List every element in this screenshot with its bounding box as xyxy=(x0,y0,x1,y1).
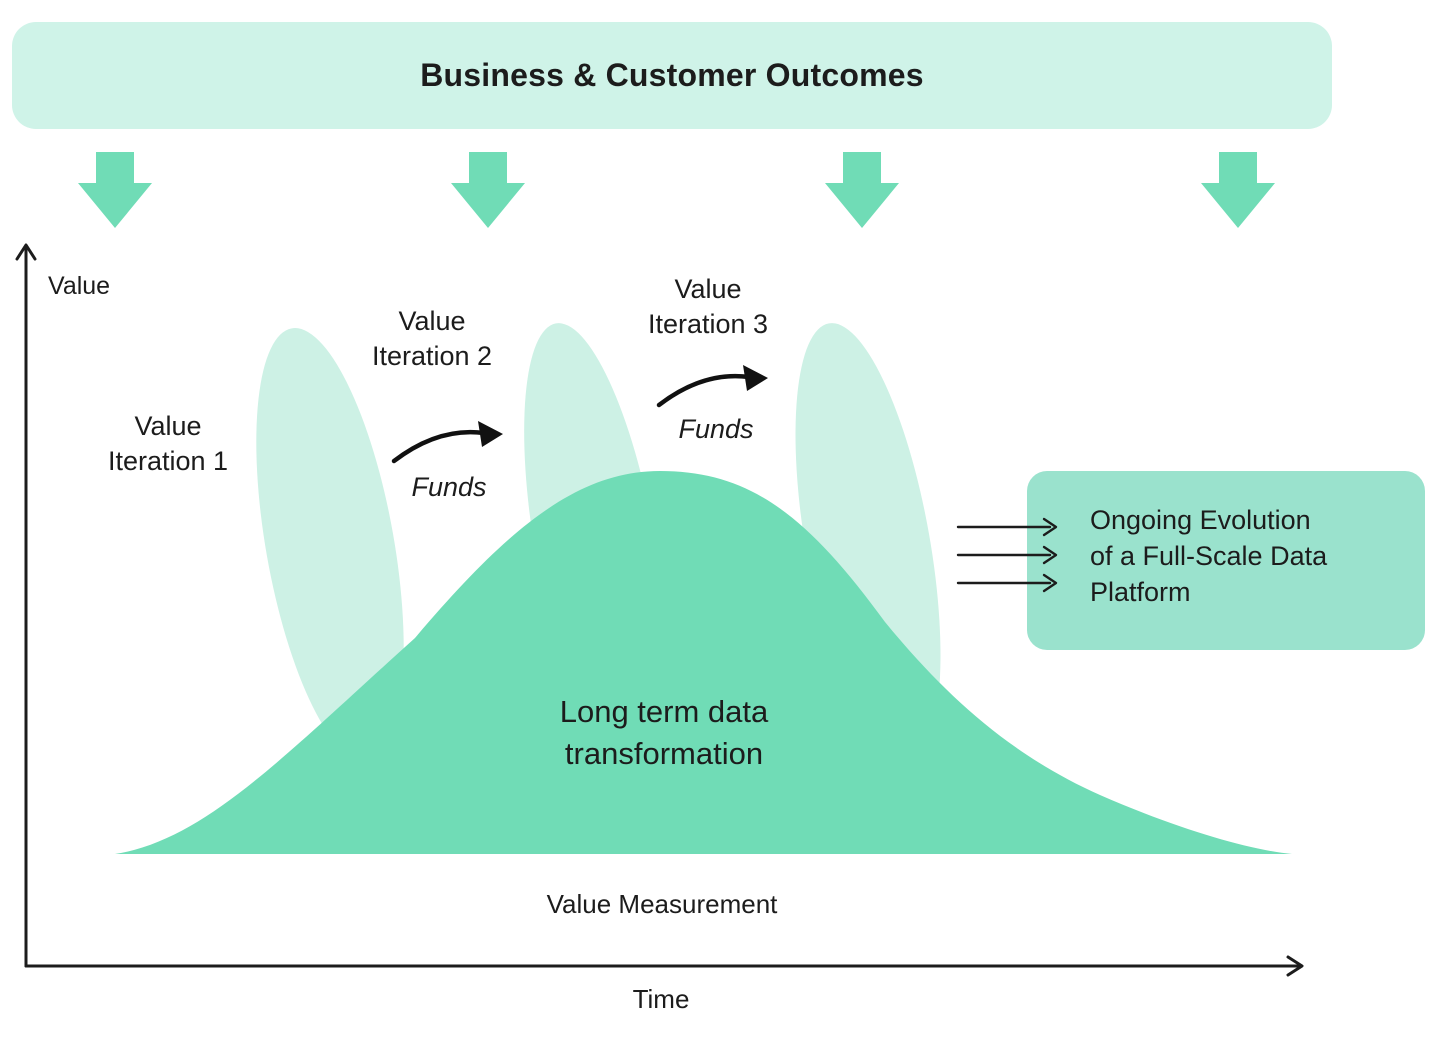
x-axis xyxy=(24,955,1304,977)
value-measurement-label: Value Measurement xyxy=(546,889,778,919)
y-axis xyxy=(15,243,37,968)
evolution-box xyxy=(1027,471,1425,650)
funds-label-2: Funds xyxy=(678,414,754,444)
evolution-box-line1: Ongoing Evolution xyxy=(1090,505,1311,535)
curve-label-line1: Long term data xyxy=(559,694,769,729)
y-axis-arrowhead-icon xyxy=(15,243,37,261)
down-arrow-icon xyxy=(1201,152,1275,228)
funds-label-1: Funds xyxy=(411,472,487,502)
value-iteration-3-line1: Value xyxy=(674,274,742,304)
down-arrow-icon xyxy=(451,152,525,228)
down-arrow-icon xyxy=(78,152,152,228)
iteration-spike-1 xyxy=(256,328,404,762)
flow-arrow-icon xyxy=(956,573,1058,593)
banner-title: Business & Customer Outcomes xyxy=(420,57,924,93)
value-iteration-3-line2: Iteration 3 xyxy=(647,309,769,339)
flow-arrow-icon xyxy=(956,545,1058,565)
funds-arrow-icon xyxy=(656,365,768,408)
evolution-box-line3: Platform xyxy=(1090,577,1191,607)
curve-label-line2: transformation xyxy=(564,736,764,771)
x-axis-arrowhead-icon xyxy=(1286,955,1304,977)
down-arrow-icon xyxy=(825,152,899,228)
value-iteration-1-line1: Value xyxy=(134,411,202,441)
evolution-box-line2: of a Full-Scale Data xyxy=(1090,541,1328,571)
flow-arrow-icons xyxy=(956,517,1058,593)
evolution-box-text: Ongoing Evolution of a Full-Scale Data P… xyxy=(1090,502,1410,610)
x-axis-label: Time xyxy=(632,984,690,1014)
flow-arrow-icon xyxy=(956,517,1058,537)
value-iteration-2-line2: Iteration 2 xyxy=(371,341,493,371)
value-iteration-1-line2: Iteration 1 xyxy=(107,446,229,476)
long-term-curve-label: Long term data transformation xyxy=(560,691,769,775)
funds-arrow-icon xyxy=(391,421,503,464)
business-outcomes-banner: Business & Customer Outcomes xyxy=(12,22,1332,129)
y-axis-label: Value xyxy=(48,272,111,300)
value-iteration-2-line1: Value xyxy=(398,306,466,336)
long-term-curve xyxy=(115,471,1292,854)
